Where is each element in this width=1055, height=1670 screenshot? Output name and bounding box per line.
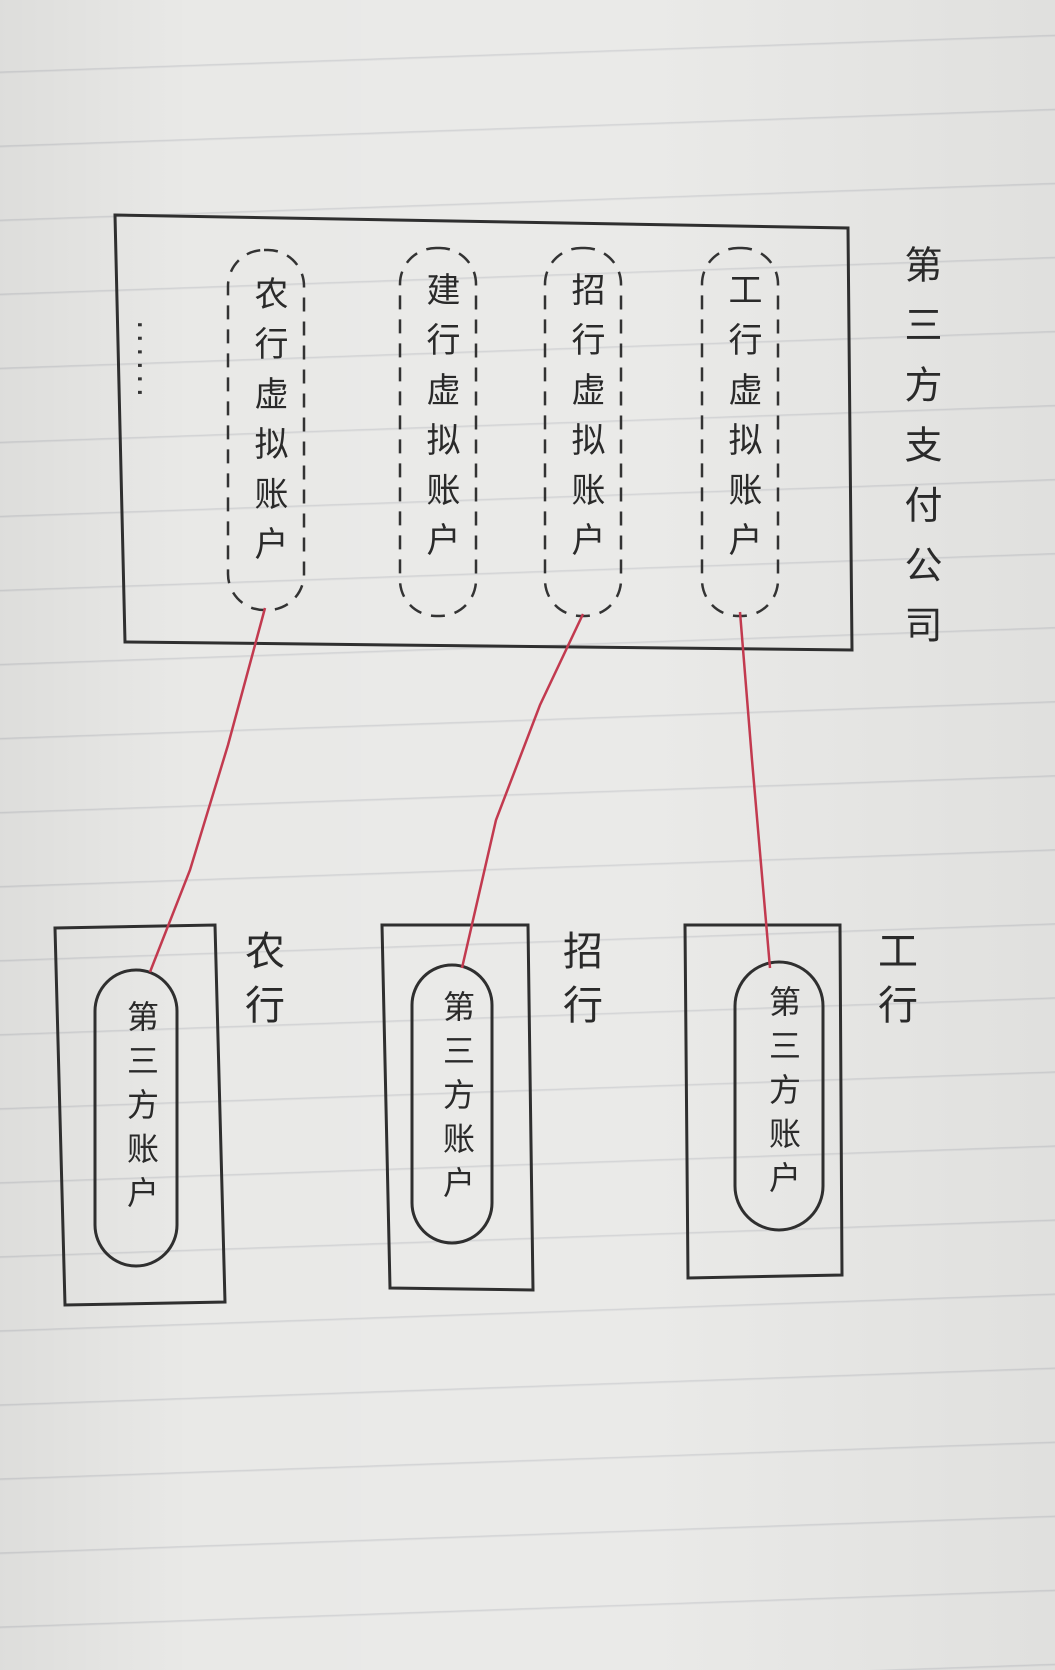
more-accounts-ellipsis: ......: [130, 320, 165, 402]
virtual-account-pill-abc: [226, 248, 306, 612]
bank-name-abc: 农行: [238, 930, 284, 1038]
account-oval-icbc: [733, 960, 825, 1232]
third-party-account-cmb: 第三方账户: [438, 990, 476, 1210]
virtual-account-label-cmb: 招行虚拟账户: [565, 272, 605, 572]
company-title: 第三方支付公司: [898, 245, 942, 665]
bank-box-abc: [53, 923, 227, 1307]
bank-name-icbc: 工行: [871, 930, 917, 1038]
link-line-abc: [148, 607, 267, 973]
account-oval-cmb: [410, 963, 494, 1245]
virtual-account-label-abc: 农行虚拟账户: [248, 276, 288, 576]
virtual-account-pill-ccb: [398, 246, 478, 618]
link-line-icbc: [738, 611, 772, 969]
virtual-account-label-icbc: 工行虚拟账户: [722, 272, 762, 572]
third-party-account-icbc: 第三方账户: [764, 985, 802, 1205]
bank-name-cmb: 招行: [556, 930, 602, 1038]
third-party-account-abc: 第三方账户: [122, 1000, 160, 1220]
link-line-cmb: [460, 613, 585, 969]
account-oval-abc: [93, 968, 179, 1268]
virtual-account-label-ccb: 建行虚拟账户: [420, 272, 460, 572]
bank-box-icbc: [683, 923, 844, 1280]
company-box: [113, 213, 854, 652]
bank-box-cmb: [380, 923, 535, 1292]
